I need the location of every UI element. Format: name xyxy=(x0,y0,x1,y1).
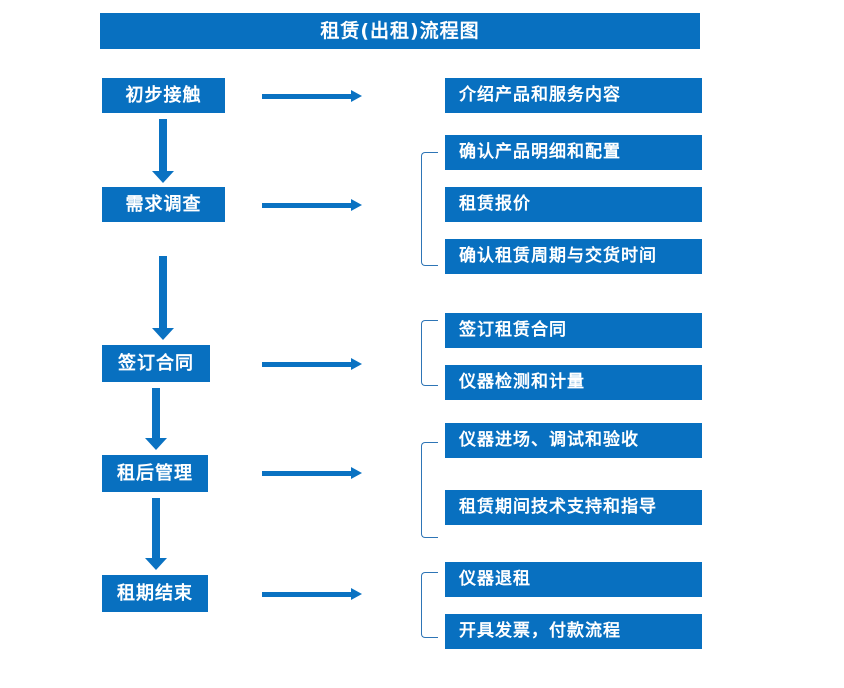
stage-box-初步接触[interactable]: 初步接触 xyxy=(102,78,225,113)
group-bracket-2 xyxy=(421,152,438,266)
detail-box-仪器退租[interactable]: 仪器退租 xyxy=(445,562,702,597)
detail-box-租赁期间技术支持和指导[interactable]: 租赁期间技术支持和指导 xyxy=(445,490,702,525)
vertical-arrow-stage4-to-stage5 xyxy=(145,498,167,570)
horizontal-arrow-stage2 xyxy=(262,197,362,213)
detail-box-仪器检测和计量[interactable]: 仪器检测和计量 xyxy=(445,365,702,400)
stage-box-租后管理[interactable]: 租后管理 xyxy=(102,455,208,492)
stage-box-租期结束[interactable]: 租期结束 xyxy=(102,575,208,612)
horizontal-arrow-stage4 xyxy=(262,465,362,481)
detail-box-开具发票付款流程[interactable]: 开具发票，付款流程 xyxy=(445,614,702,649)
detail-box-介绍产品和服务内容[interactable]: 介绍产品和服务内容 xyxy=(445,78,702,113)
horizontal-arrow-stage5 xyxy=(262,586,362,602)
vertical-arrow-stage1-to-stage2 xyxy=(152,119,174,183)
stage-box-签订合同[interactable]: 签订合同 xyxy=(102,345,210,382)
horizontal-arrow-stage1 xyxy=(262,88,362,104)
group-bracket-3 xyxy=(421,320,438,386)
horizontal-arrow-stage3 xyxy=(262,356,362,372)
detail-box-签订租赁合同[interactable]: 签订租赁合同 xyxy=(445,313,702,348)
stage-box-需求调查[interactable]: 需求调查 xyxy=(102,187,225,222)
detail-box-确认产品明细和配置[interactable]: 确认产品明细和配置 xyxy=(445,135,702,170)
detail-box-确认租赁周期与交货时间[interactable]: 确认租赁周期与交货时间 xyxy=(445,239,702,274)
detail-box-租赁报价[interactable]: 租赁报价 xyxy=(445,187,702,222)
detail-box-仪器进场调试和验收[interactable]: 仪器进场、调试和验收 xyxy=(445,423,702,458)
group-bracket-4 xyxy=(421,442,438,538)
diagram-title: 租赁(出租)流程图 xyxy=(100,13,700,49)
vertical-arrow-stage2-to-stage3 xyxy=(152,256,174,340)
group-bracket-5 xyxy=(421,572,438,638)
vertical-arrow-stage3-to-stage4 xyxy=(145,388,167,450)
